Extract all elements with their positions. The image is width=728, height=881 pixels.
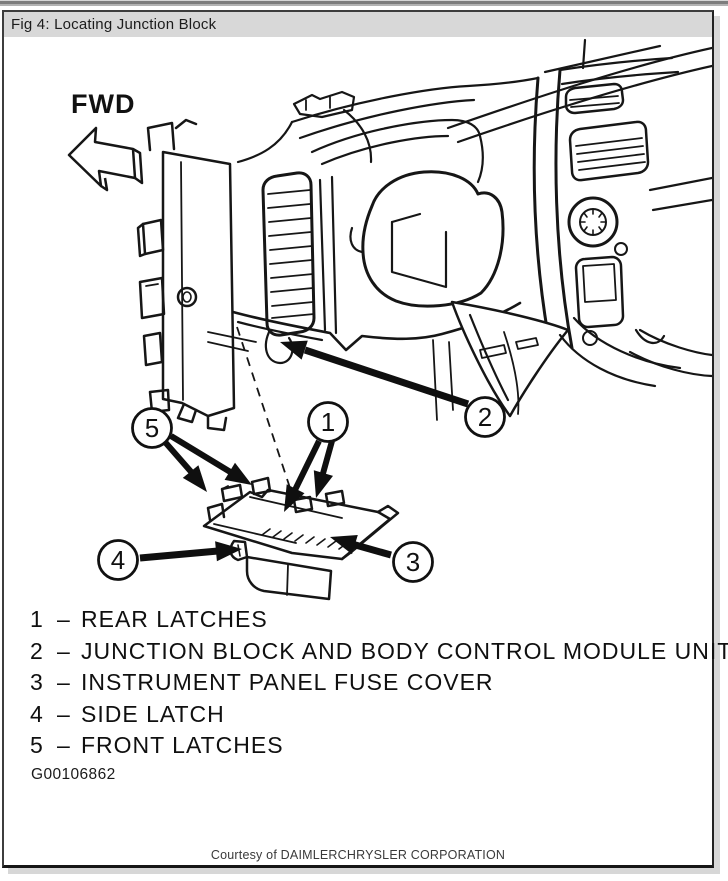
legend-number: 2 — [30, 637, 44, 664]
callout-arrows — [139, 340, 470, 562]
callout-1: 1 — [307, 401, 349, 443]
dashboard-line-art — [136, 38, 712, 432]
callout-4: 4 — [97, 539, 139, 581]
legend-label: INSTRUMENT PANEL FUSE COVER — [81, 669, 494, 695]
dash-end-panel — [136, 118, 257, 432]
callout-3: 3 — [392, 541, 434, 583]
figure-title: Fig 4: Locating Junction Block — [11, 16, 217, 33]
fwd-direction-arrow — [67, 126, 144, 192]
callout-1-number: 1 — [321, 407, 335, 437]
callout-3-number: 3 — [406, 547, 420, 577]
junction-block-diagram: FWD 1 — [67, 38, 712, 601]
legend-item-5: 5 – FRONT LATCHES — [4, 730, 712, 762]
courtesy-credit: Courtesy of DAIMLERCHRYSLER CORPORATION — [210, 848, 506, 862]
legend-label: JUNCTION BLOCK AND BODY CONTROL MODULE U… — [81, 637, 728, 664]
window-top-edge — [0, 0, 728, 6]
callout-5: 5 — [131, 407, 173, 449]
callout-circles: 1 2 3 4 5 — [97, 396, 506, 583]
legend-separator: – — [57, 700, 71, 727]
legend-item-1: 1 – REAR LATCHES — [4, 604, 712, 636]
legend-number: 1 — [30, 606, 44, 632]
locator-dashed-line — [236, 326, 293, 495]
steering-column-opening — [361, 170, 505, 308]
legend-number: 5 — [30, 732, 44, 758]
vent-slats — [267, 189, 315, 319]
legend-separator: – — [57, 606, 71, 632]
callout-2-number: 2 — [478, 402, 492, 432]
legend-separator: – — [57, 637, 71, 664]
hvac-knob — [567, 196, 619, 248]
legend-number: 3 — [30, 669, 44, 695]
figure-window: Fig 4: Locating Junction Block — [2, 10, 728, 868]
legend: 1 – REAR LATCHES 2 – JUNCTION BLOCK AND … — [4, 604, 728, 762]
figure-code: G00106862 — [31, 766, 116, 783]
legend-item-3: 3 – INSTRUMENT PANEL FUSE COVER — [4, 667, 712, 699]
callout-2: 2 — [464, 396, 506, 438]
legend-label: REAR LATCHES — [81, 606, 268, 632]
legend-item-4: 4 – SIDE LATCH — [4, 699, 712, 731]
callout-4-number: 4 — [111, 545, 125, 575]
legend-label: FRONT LATCHES — [81, 732, 284, 758]
figure-titlebar: Fig 4: Locating Junction Block — [4, 12, 712, 37]
legend-separator: – — [57, 732, 71, 758]
legend-separator: – — [57, 669, 71, 695]
legend-label: SIDE LATCH — [81, 700, 225, 727]
fwd-label: FWD — [71, 89, 135, 119]
callout-5-number: 5 — [145, 413, 159, 443]
legend-number: 4 — [30, 700, 44, 727]
legend-item-2: 2 – JUNCTION BLOCK AND BODY CONTROL MODU… — [4, 636, 728, 668]
